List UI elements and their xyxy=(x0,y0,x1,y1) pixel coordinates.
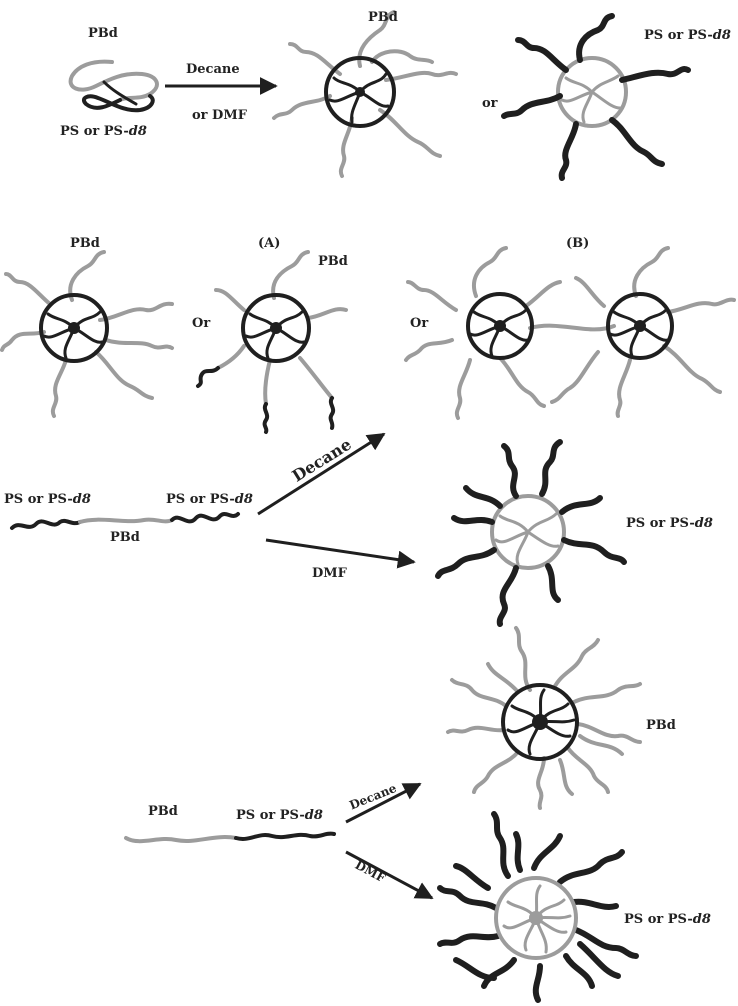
label-pbd-diblock-chain: PBd xyxy=(148,804,178,820)
row2-bridged-micelles xyxy=(406,248,734,418)
label-pbd-row2-middle: PBd xyxy=(318,254,348,270)
label-pbd-decane-micelle: PBd xyxy=(646,718,676,734)
label-ps-triblock-micelle: PS or PS-d8 xyxy=(626,516,713,532)
ps-suffix-text: d8 xyxy=(713,28,731,43)
label-ps-triblock-left: PS or PS-d8 xyxy=(4,492,91,508)
ps-suffix-text: d8 xyxy=(695,516,713,531)
ps-prefix-text: PS or PS- xyxy=(624,912,693,927)
triblock-decane-arrow xyxy=(258,434,384,514)
row1-coil xyxy=(71,62,157,111)
label-ps-diblock-chain: PS or PS-d8 xyxy=(236,808,323,824)
triblock-chain xyxy=(12,514,238,528)
label-pbd-triblock: PBd xyxy=(110,530,140,546)
ps-suffix-text: d8 xyxy=(235,492,253,507)
label-pbd-row1-chain: PBd xyxy=(88,26,118,42)
ps-prefix-text: PS or PS- xyxy=(644,28,713,43)
label-or-dmf-row1: or DMF xyxy=(192,108,247,124)
ps-prefix-text: PS or PS- xyxy=(236,808,305,823)
ps-prefix-text: PS or PS- xyxy=(166,492,235,507)
row1-micelle-1 xyxy=(274,12,456,176)
label-ps-row1-chain: PS or PS-d8 xyxy=(60,124,147,140)
triblock-dmf-arrow xyxy=(266,540,414,562)
ps-suffix-text: d8 xyxy=(73,492,91,507)
label-dmf-triblock: DMF xyxy=(312,566,347,582)
label-or-row2-second: Or xyxy=(410,316,428,332)
ps-prefix-text: PS or PS- xyxy=(60,124,129,139)
ps-prefix-text: PS or PS- xyxy=(4,492,73,507)
label-or-row2-first: Or xyxy=(192,316,210,332)
diblock-chain xyxy=(126,834,334,842)
row2-micelle-1 xyxy=(2,252,172,416)
label-ps-diblock-micelle: PS or PS-d8 xyxy=(624,912,711,928)
label-pbd-row2-left: PBd xyxy=(70,236,100,252)
diblock-dmf-micelle xyxy=(440,814,636,1000)
ps-prefix-text: PS or PS- xyxy=(626,516,695,531)
ps-suffix-text: d8 xyxy=(693,912,711,927)
triblock-dmf-micelle xyxy=(438,442,624,624)
label-ps-row1-micelle: PS or PS-d8 xyxy=(644,28,731,44)
label-decane-row1: Decane xyxy=(186,62,240,78)
label-a: (A) xyxy=(258,236,280,252)
label-or-row1: or xyxy=(482,96,498,112)
label-ps-triblock-right: PS or PS-d8 xyxy=(166,492,253,508)
ps-suffix-text: d8 xyxy=(305,808,323,823)
diblock-decane-micelle xyxy=(448,628,640,808)
row2-micelle-2 xyxy=(198,252,346,432)
label-pbd-row1-micelle: PBd xyxy=(368,10,398,26)
ps-suffix-text: d8 xyxy=(129,124,147,139)
label-b: (B) xyxy=(566,236,589,252)
